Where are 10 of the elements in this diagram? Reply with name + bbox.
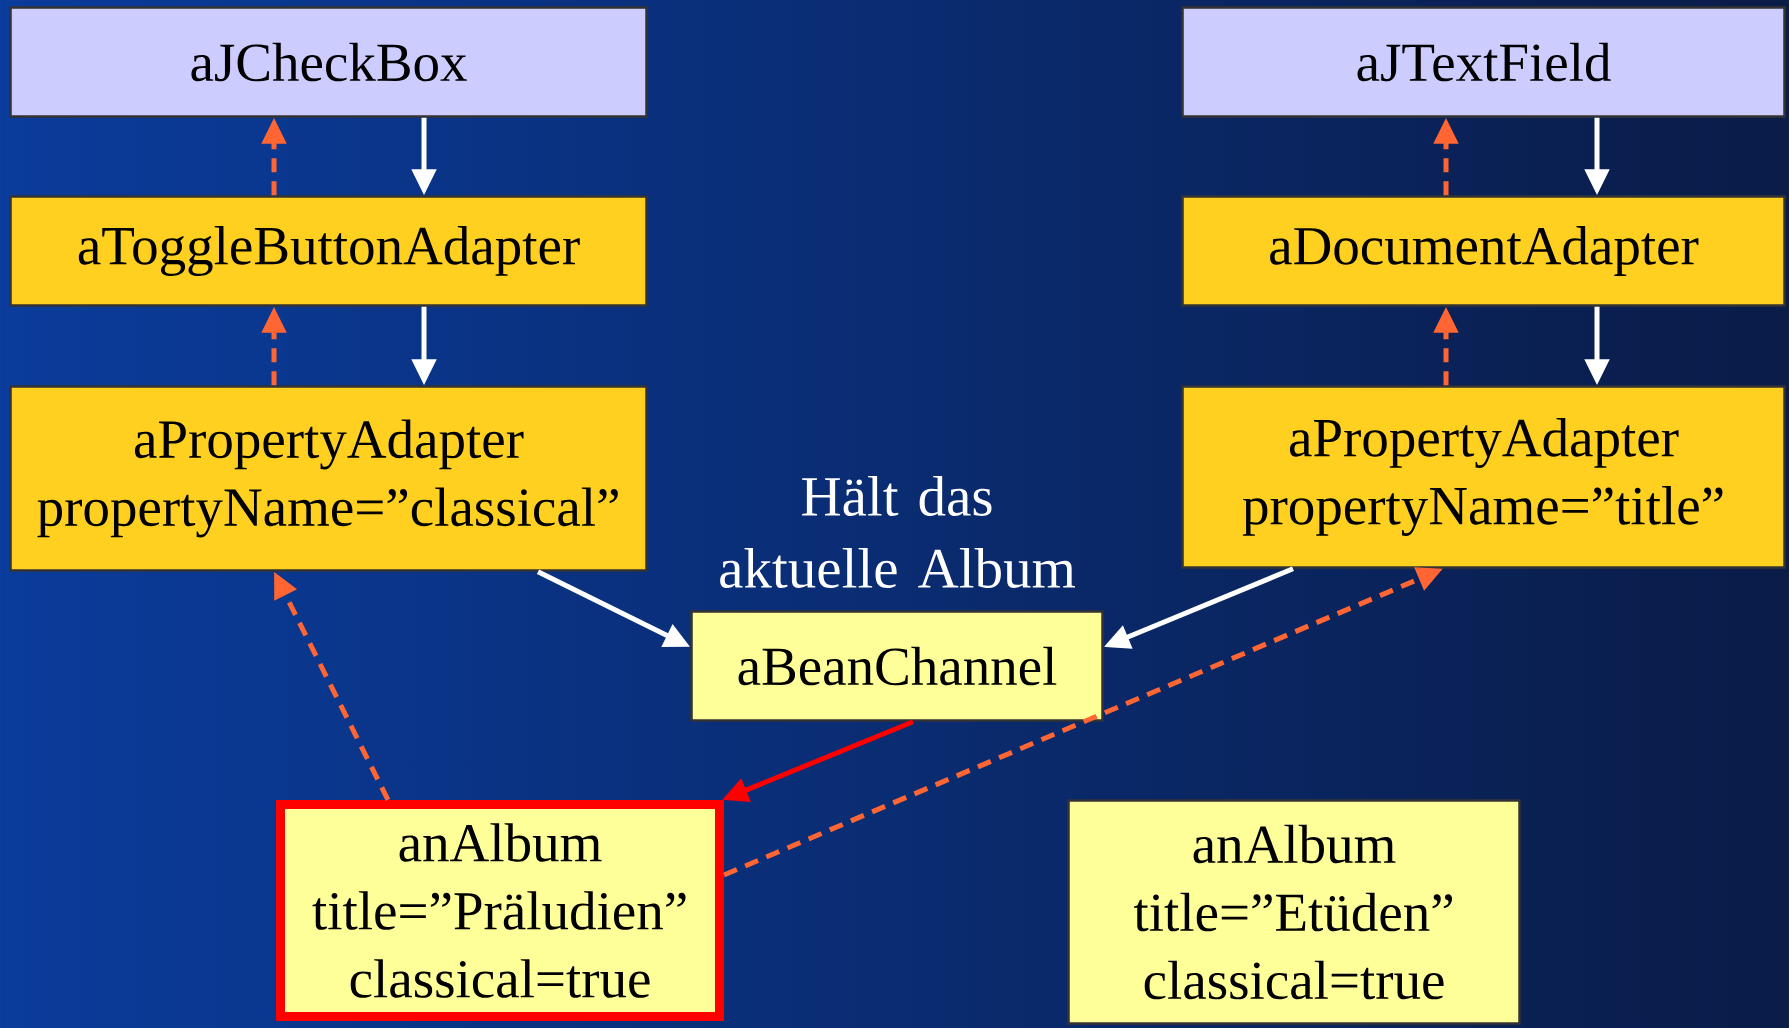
note-text: Hält das aktuelle Album bbox=[720, 475, 1075, 589]
object-box: aJCheckBox bbox=[9, 6, 648, 118]
object-box: aToggleButtonAdapter bbox=[9, 195, 648, 307]
object-box: anAlbum title=”Präludien” classical=true bbox=[276, 800, 724, 1021]
object-box: aPropertyAdapter propertyName=”classical” bbox=[9, 385, 648, 572]
object-box: aBeanChannel bbox=[690, 610, 1104, 722]
object-box: aJTextField bbox=[1181, 6, 1786, 118]
object-box: aPropertyAdapter propertyName=”title” bbox=[1181, 385, 1786, 569]
object-box: anAlbum title=”Etüden” classical=true bbox=[1067, 799, 1521, 1025]
object-box: aDocumentAdapter bbox=[1181, 195, 1786, 307]
